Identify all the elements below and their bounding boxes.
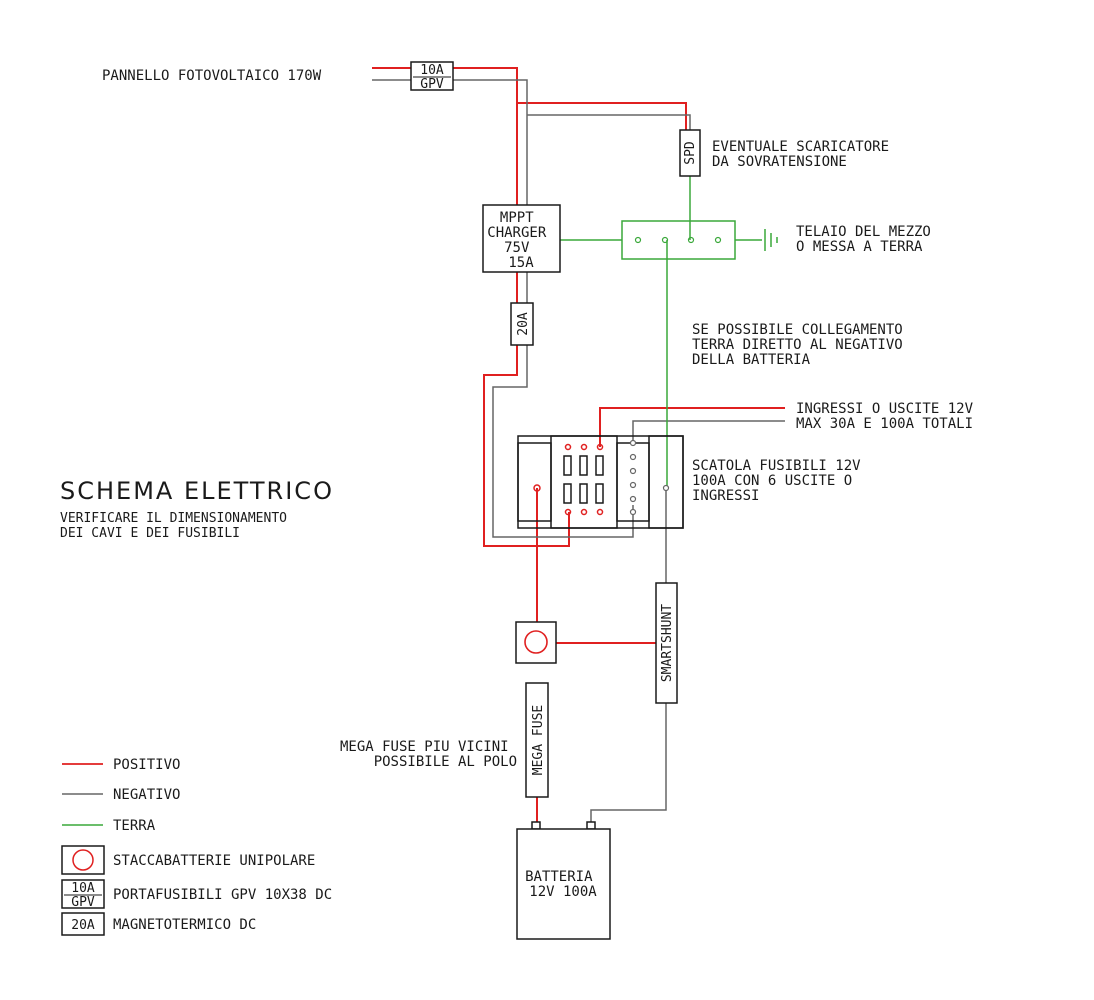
ground-note: TELAIO DEL MEZZO O MESSA A TERRA	[796, 224, 939, 255]
legend: POSITIVO NEGATIVO TERRA STACCABATTERIE U…	[61, 757, 332, 936]
diagram-title: SCHEMA ELETTRICO	[60, 477, 334, 505]
svg-text:MPPT CHARGER 75V: MPPT CHARGER 75V 15A	[487, 210, 554, 271]
mega-fuse: MEGA FUSE	[525, 682, 549, 798]
fuse-box	[517, 435, 684, 529]
negative-wires	[372, 79, 785, 822]
ground-wires	[560, 176, 778, 488]
battery-switch	[515, 621, 557, 664]
breaker-20a: 20A	[510, 302, 534, 346]
diagram-subtitle: VERIFICARE IL DIMENSIONAMENTO DEI CAVI E…	[60, 511, 295, 541]
svg-text:MAGNETOTERMICO DC: MAGNETOTERMICO DC	[113, 917, 256, 933]
pv-panel-label: PANNELLO FOTOVOLTAICO 170W	[102, 68, 322, 84]
battery: BATTERIA 12V 100A	[516, 821, 611, 940]
spd-note: EVENTUALE SCARICATORE DA SOVRATENSIONE	[712, 139, 897, 170]
svg-text:STACCABATTERIE UNIPOLARE: STACCABATTERIE UNIPOLARE	[113, 853, 315, 869]
fusebox-note: SCATOLA FUSIBILI 12V 100A CON 6 USCITE O…	[692, 458, 869, 504]
svg-text:GPV: GPV	[71, 895, 95, 910]
svg-text:NEGATIVO: NEGATIVO	[113, 787, 180, 803]
svg-text:SPD: SPD	[683, 141, 698, 165]
svg-text:MEGA FUSE: MEGA FUSE	[531, 705, 546, 775]
ground-battery-note: SE POSSIBILE COLLEGAMENTO TERRA DIRETTO …	[692, 322, 911, 368]
io-note: INGRESSI O USCITE 12V MAX 30A E 100A TOT…	[796, 401, 981, 432]
mppt-charger: MPPT CHARGER 75V 15A	[482, 204, 561, 273]
spd-box: SPD	[679, 129, 701, 177]
svg-text:SMARTSHUNT: SMARTSHUNT	[660, 604, 675, 682]
svg-text:10A: 10A	[420, 63, 444, 78]
svg-text:BATTERIA 12V 100A: BATTERIA 12V 100A	[525, 869, 601, 900]
svg-text:20A: 20A	[71, 918, 95, 933]
svg-text:10A: 10A	[71, 881, 95, 896]
svg-text:TERRA: TERRA	[113, 818, 156, 834]
svg-text:20A: 20A	[516, 312, 531, 336]
svg-text:POSITIVO: POSITIVO	[113, 757, 180, 773]
gpv-fuse-holder: 10A GPV	[410, 61, 454, 92]
mega-fuse-note: MEGA FUSE PIU VICINI POSSIBILE AL POLO	[340, 739, 517, 770]
svg-text:PORTAFUSIBILI GPV 10X38 DC: PORTAFUSIBILI GPV 10X38 DC	[113, 887, 332, 903]
svg-text:GPV: GPV	[420, 77, 444, 92]
smartshunt: SMARTSHUNT	[655, 582, 678, 704]
ground-bus-bar	[621, 220, 736, 260]
positive-wires	[372, 67, 785, 822]
